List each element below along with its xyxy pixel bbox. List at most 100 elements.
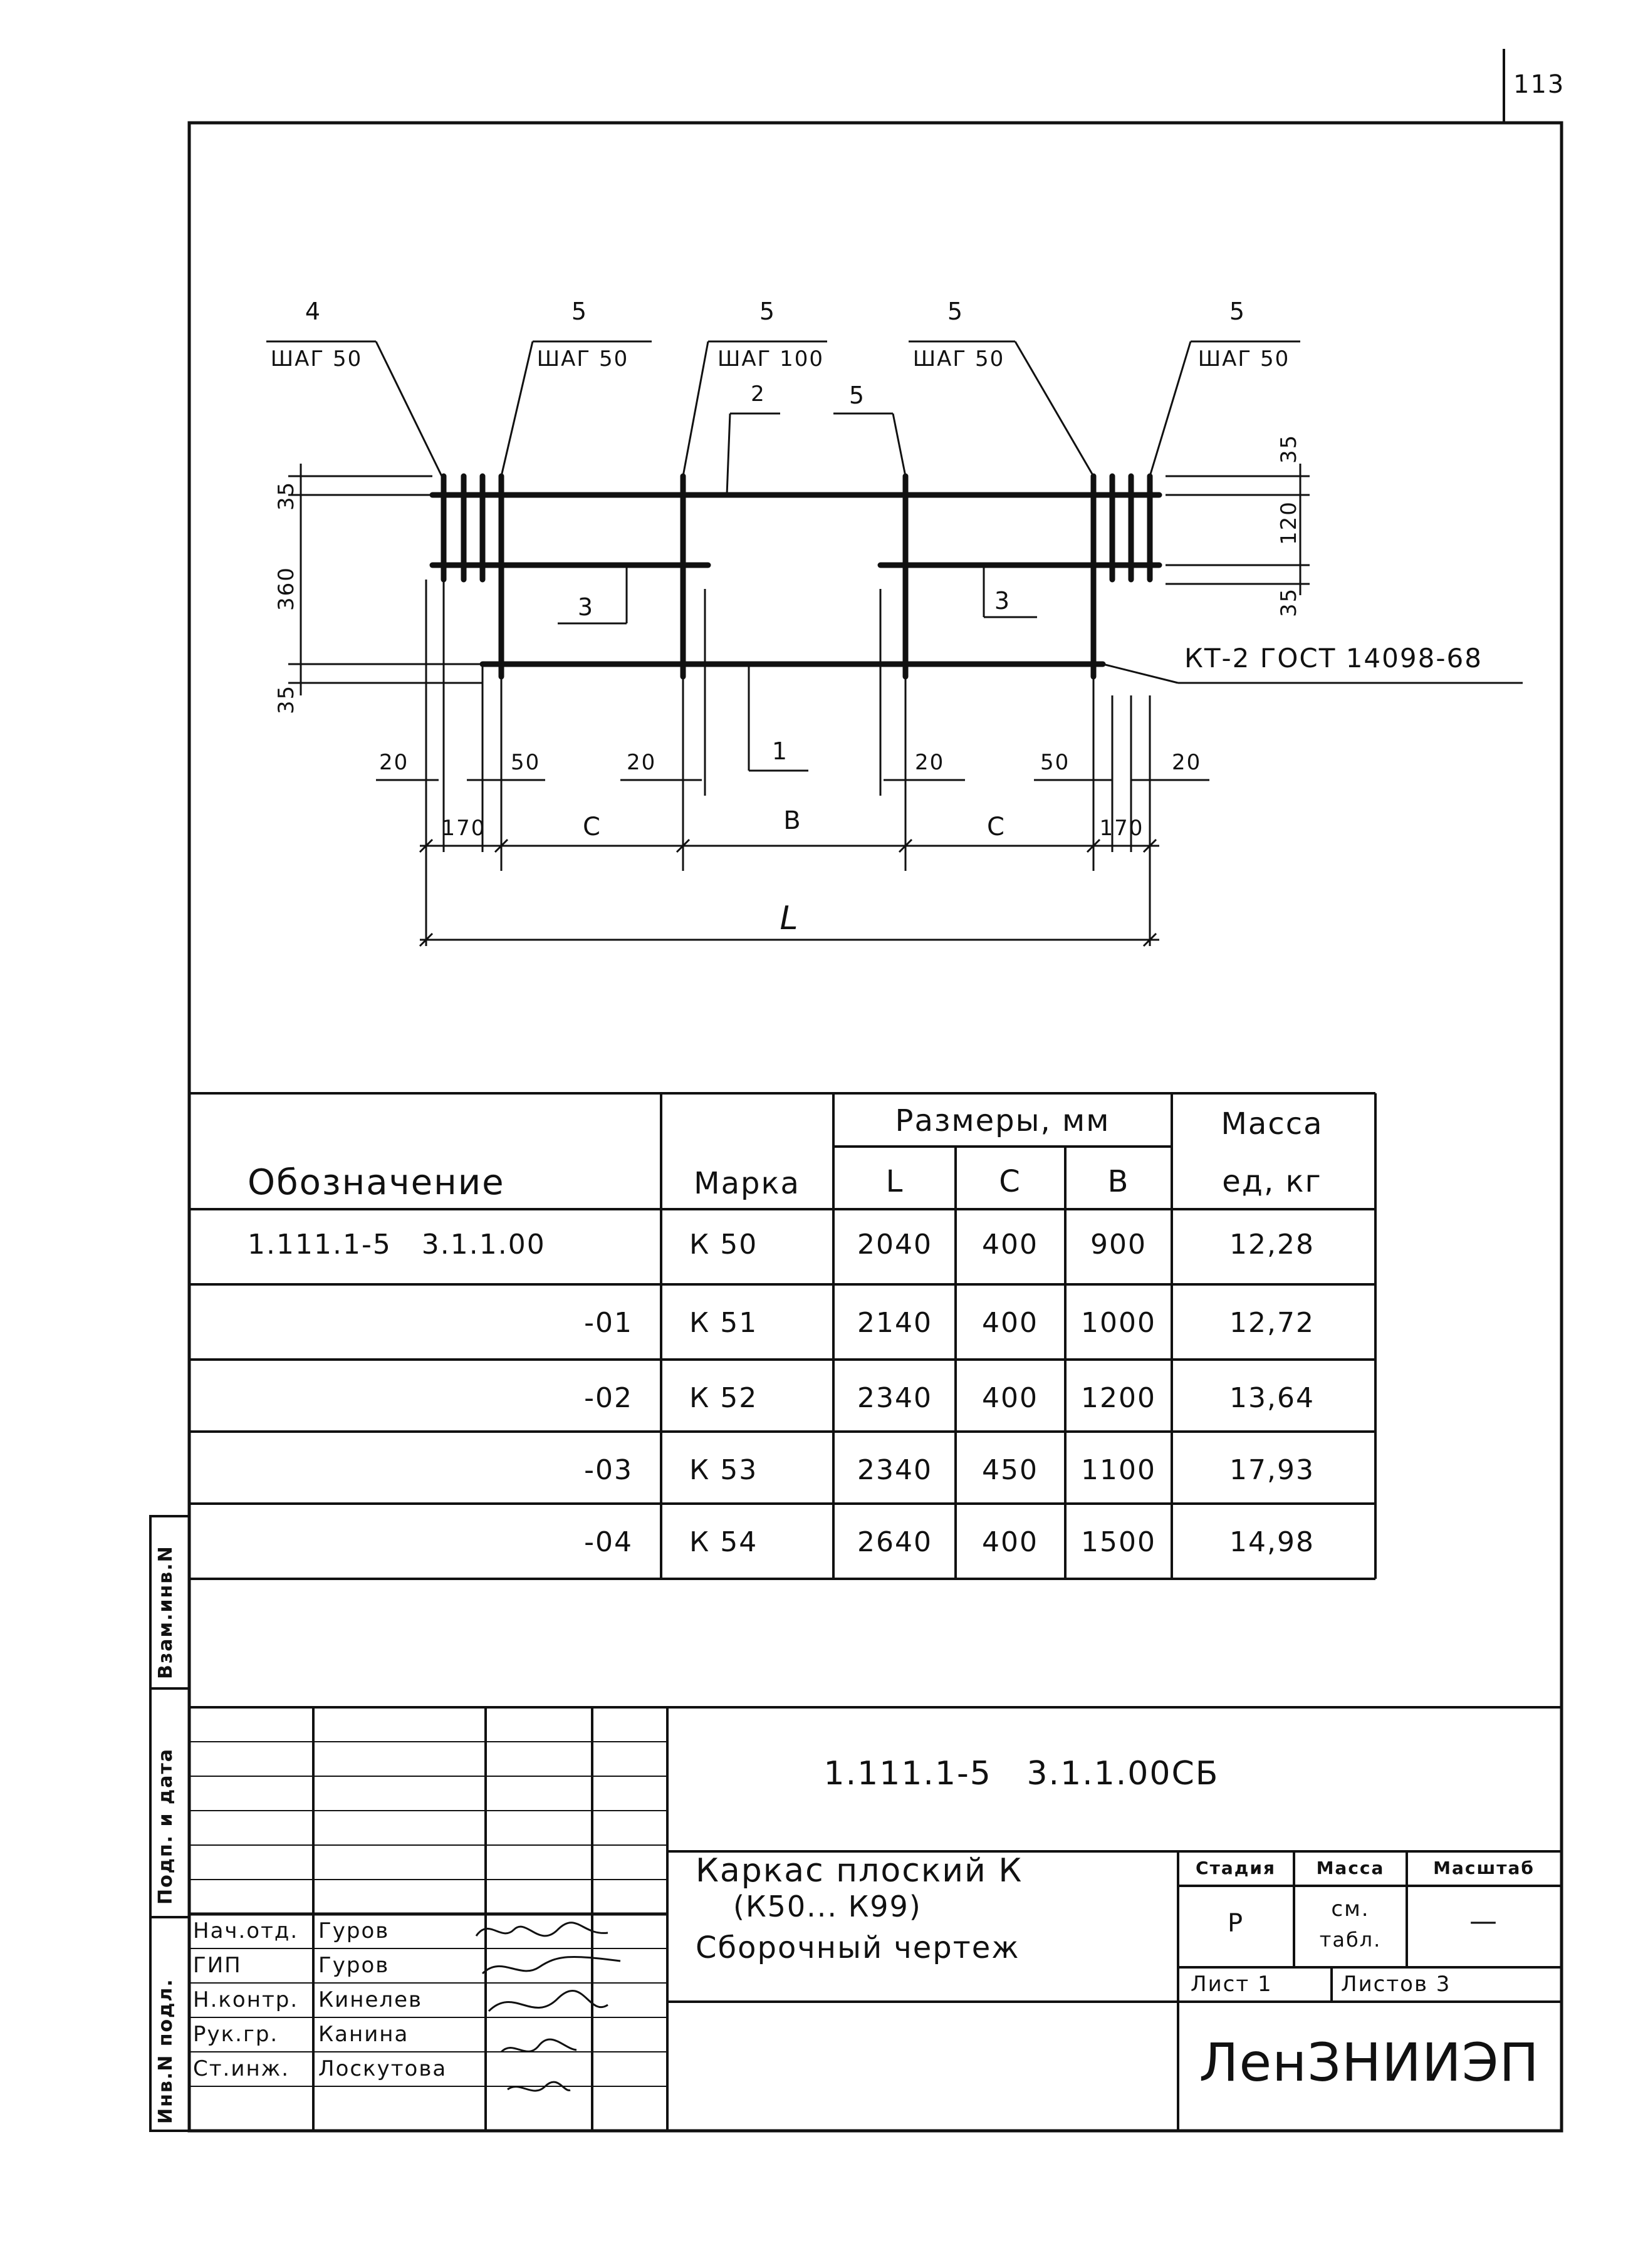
callout-num: 5 <box>947 298 964 325</box>
signer-name: Гуров <box>318 1918 390 1943</box>
weld-note: КТ-2 ГОСТ 14098-68 <box>1184 643 1483 674</box>
signer-name: Кинелев <box>318 1987 423 2012</box>
table-cell-mass: 13,64 <box>1229 1382 1315 1414</box>
position-label: 3 <box>577 593 595 621</box>
dim-label: 35 <box>274 684 299 714</box>
dim-label: 20 <box>915 750 945 775</box>
callout-num: 4 <box>305 298 322 325</box>
table-cell-B: 900 <box>1090 1229 1147 1261</box>
table-cell-C: 400 <box>982 1307 1038 1339</box>
table-header-mark: Марка <box>694 1166 800 1201</box>
signer-name: Канина <box>318 2022 409 2047</box>
dim-label: 120 <box>1276 501 1302 545</box>
callout-step: ШАГ 50 <box>536 346 629 372</box>
scale-label: Масштаб <box>1433 1858 1535 1878</box>
title-line-1: Каркас плоский К <box>696 1852 1023 1890</box>
table-cell-B: 1100 <box>1081 1454 1156 1486</box>
signatures-icon <box>475 1922 621 2092</box>
table-cell-L: 2340 <box>857 1454 932 1486</box>
page-number: 113 <box>1513 70 1565 99</box>
signer-role: Нач.отд. <box>193 1918 299 1943</box>
table-cell-mass: 14,98 <box>1229 1526 1315 1558</box>
dim-label: 360 <box>274 566 299 611</box>
table-cell-mark: К 53 <box>689 1454 758 1486</box>
table-cell-mark: К 50 <box>689 1229 758 1261</box>
table-header-B: B <box>1107 1164 1130 1199</box>
table-cell-B: 1200 <box>1081 1382 1156 1414</box>
table-cell-L: 2640 <box>857 1526 932 1558</box>
title-line-2: (К50... К99) <box>733 1890 922 1923</box>
side-stamp-inv-replace: Взам.инв.N <box>155 1545 177 1679</box>
signer-name: Лоскутова <box>318 2056 447 2081</box>
table-cell-designation: -02 <box>584 1382 633 1414</box>
dim-label: 35 <box>1276 434 1302 464</box>
dim-label: C <box>987 813 1006 841</box>
sheet-count: Листов 3 <box>1341 1972 1451 1997</box>
callout-step: ШАГ 50 <box>912 346 1005 372</box>
signer-role: Ст.инж. <box>193 2056 290 2081</box>
organization-name: ЛенЗНИИЭП <box>1199 2032 1540 2093</box>
table-header-designation: Обозначение <box>248 1162 505 1203</box>
signer-role: ГИП <box>193 1953 242 1978</box>
table-cell-B: 1500 <box>1081 1526 1156 1558</box>
table-header-C: C <box>999 1164 1021 1199</box>
table-cell-mark: К 51 <box>689 1307 758 1339</box>
table-cell-mark: К 52 <box>689 1382 758 1414</box>
side-stamp-inv-orig: Инв.N подл. <box>155 1978 177 2124</box>
position-label: 2 <box>751 382 766 407</box>
mass-value-line-1: см. <box>1331 1896 1370 1922</box>
callout-step: ШАГ 50 <box>270 346 363 372</box>
mass-label: Масса <box>1316 1858 1385 1878</box>
dim-label: 20 <box>1172 750 1202 775</box>
dim-label: 35 <box>274 481 299 511</box>
sheet-number: Лист 1 <box>1191 1972 1273 1997</box>
table-header-mass: Масса <box>1221 1106 1323 1142</box>
table-cell-C: 450 <box>982 1454 1038 1486</box>
stage-value: Р <box>1227 1909 1244 1938</box>
table-cell-designation: -04 <box>584 1526 633 1558</box>
dim-label: C <box>583 813 602 841</box>
dim-label: 170 <box>441 816 486 841</box>
dim-label: 170 <box>1099 816 1144 841</box>
scale-value: — <box>1469 1905 1498 1937</box>
position-label: 1 <box>771 737 789 765</box>
position-label: 3 <box>994 587 1011 615</box>
callout-step: ШАГ 100 <box>717 346 825 372</box>
table-cell-C: 400 <box>982 1526 1038 1558</box>
signer-role: Н.контр. <box>193 1987 299 2012</box>
dim-label: 20 <box>627 750 657 775</box>
position-label: 5 <box>848 382 866 409</box>
table-cell-designation: -01 <box>584 1307 633 1339</box>
table-cell-B: 1000 <box>1081 1307 1156 1339</box>
table-header-sizes: Размеры, мм <box>895 1103 1110 1138</box>
dim-label: 50 <box>1040 750 1070 775</box>
callout-step: ШАГ 50 <box>1197 346 1290 372</box>
callout-num: 5 <box>571 298 588 325</box>
dim-total: L <box>780 900 800 937</box>
table-cell-mark: К 54 <box>689 1526 758 1558</box>
table-header-L: L <box>885 1164 904 1199</box>
table-cell-L: 2340 <box>857 1382 932 1414</box>
signer-role: Рук.гр. <box>193 2022 279 2047</box>
table-cell-mass: 12,72 <box>1229 1307 1315 1339</box>
dim-label: 50 <box>511 750 541 775</box>
side-stamp-sign-date: Подп. и дата <box>155 1747 177 1905</box>
table-cell-L: 2040 <box>857 1229 932 1261</box>
signer-name: Гуров <box>318 1953 390 1978</box>
mass-value-line-2: табл. <box>1319 1928 1382 1952</box>
stage-label: Стадия <box>1196 1858 1276 1878</box>
dim-label: B <box>783 806 802 835</box>
table-cell-mass: 17,93 <box>1229 1454 1315 1486</box>
title-line-3: Сборочный чертеж <box>696 1930 1020 1965</box>
dim-label: 20 <box>379 750 409 775</box>
table-cell-C: 400 <box>982 1229 1038 1261</box>
table-cell-mass: 12,28 <box>1229 1229 1315 1261</box>
table-cell-L: 2140 <box>857 1307 932 1339</box>
table-cell-designation: -03 <box>584 1454 633 1486</box>
document-code: 1.111.1-5 3.1.1.00СБ <box>823 1755 1219 1792</box>
dim-label: 35 <box>1276 587 1302 617</box>
table-cell-designation: 1.111.1-5 3.1.1.00 <box>248 1229 546 1261</box>
table-header-mass-unit: ед, кг <box>1222 1164 1322 1199</box>
callout-num: 5 <box>1229 298 1246 325</box>
